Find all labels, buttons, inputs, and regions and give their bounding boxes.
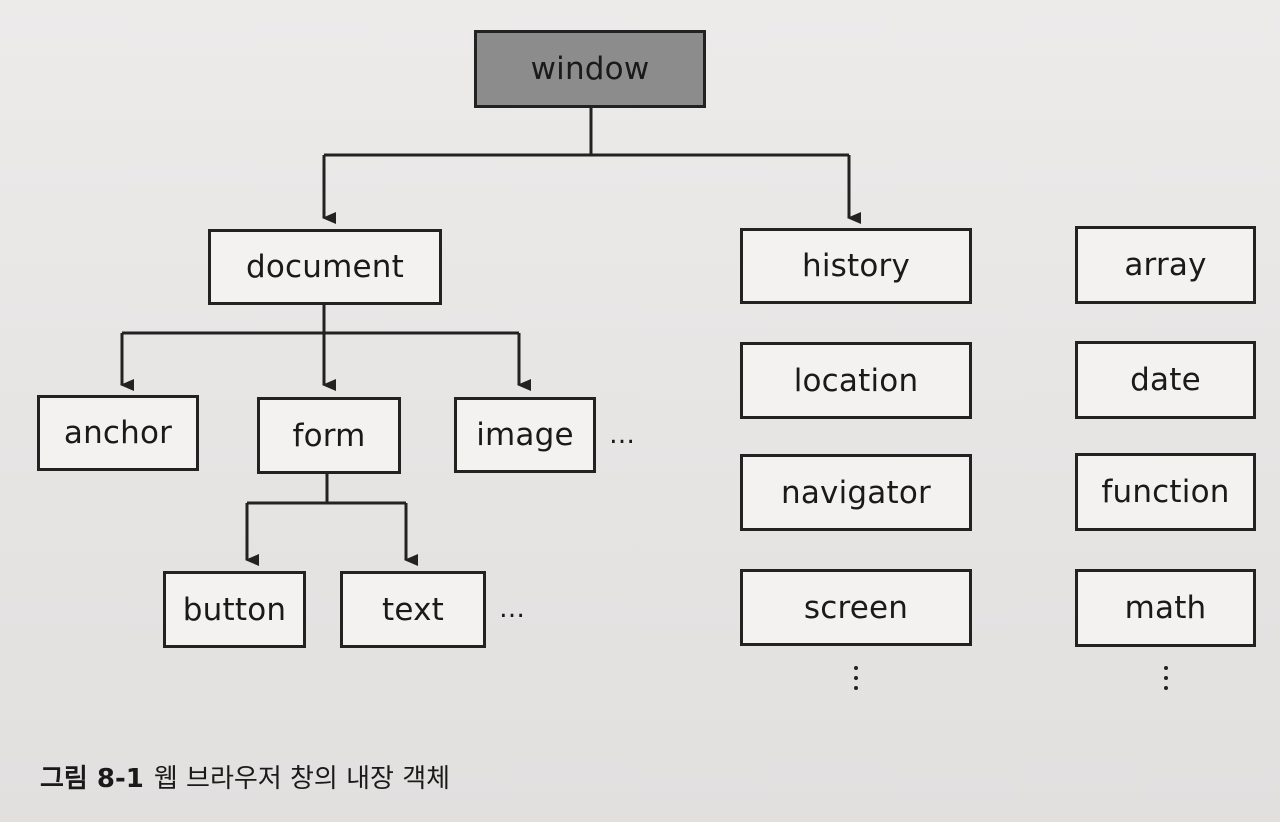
node-image: image — [454, 397, 596, 473]
node-anchor: anchor — [37, 395, 199, 471]
vertical-ellipsis-core-objects — [1161, 666, 1171, 690]
node-screen: screen — [740, 569, 972, 646]
node-button: button — [163, 571, 306, 648]
node-location: location — [740, 342, 972, 419]
figure-caption-text: 웹 브라우저 창의 내장 객체 — [153, 764, 451, 794]
vertical-ellipsis-browser-objects — [851, 666, 861, 690]
node-document: document — [208, 229, 442, 305]
ellipsis-form-children: … — [499, 594, 525, 624]
node-array: array — [1075, 226, 1256, 304]
node-navigator: navigator — [740, 454, 972, 531]
node-window: window — [474, 30, 706, 108]
figure-number: 그림 8-1 — [40, 764, 144, 794]
figure-caption: 그림 8-1 웹 브라우저 창의 내장 객체 — [40, 758, 450, 795]
node-date: date — [1075, 341, 1256, 419]
node-history: history — [740, 228, 972, 304]
node-text: text — [340, 571, 486, 648]
node-function: function — [1075, 453, 1256, 531]
ellipsis-document-children: … — [609, 420, 635, 450]
node-math: math — [1075, 569, 1256, 647]
node-form: form — [257, 397, 401, 474]
